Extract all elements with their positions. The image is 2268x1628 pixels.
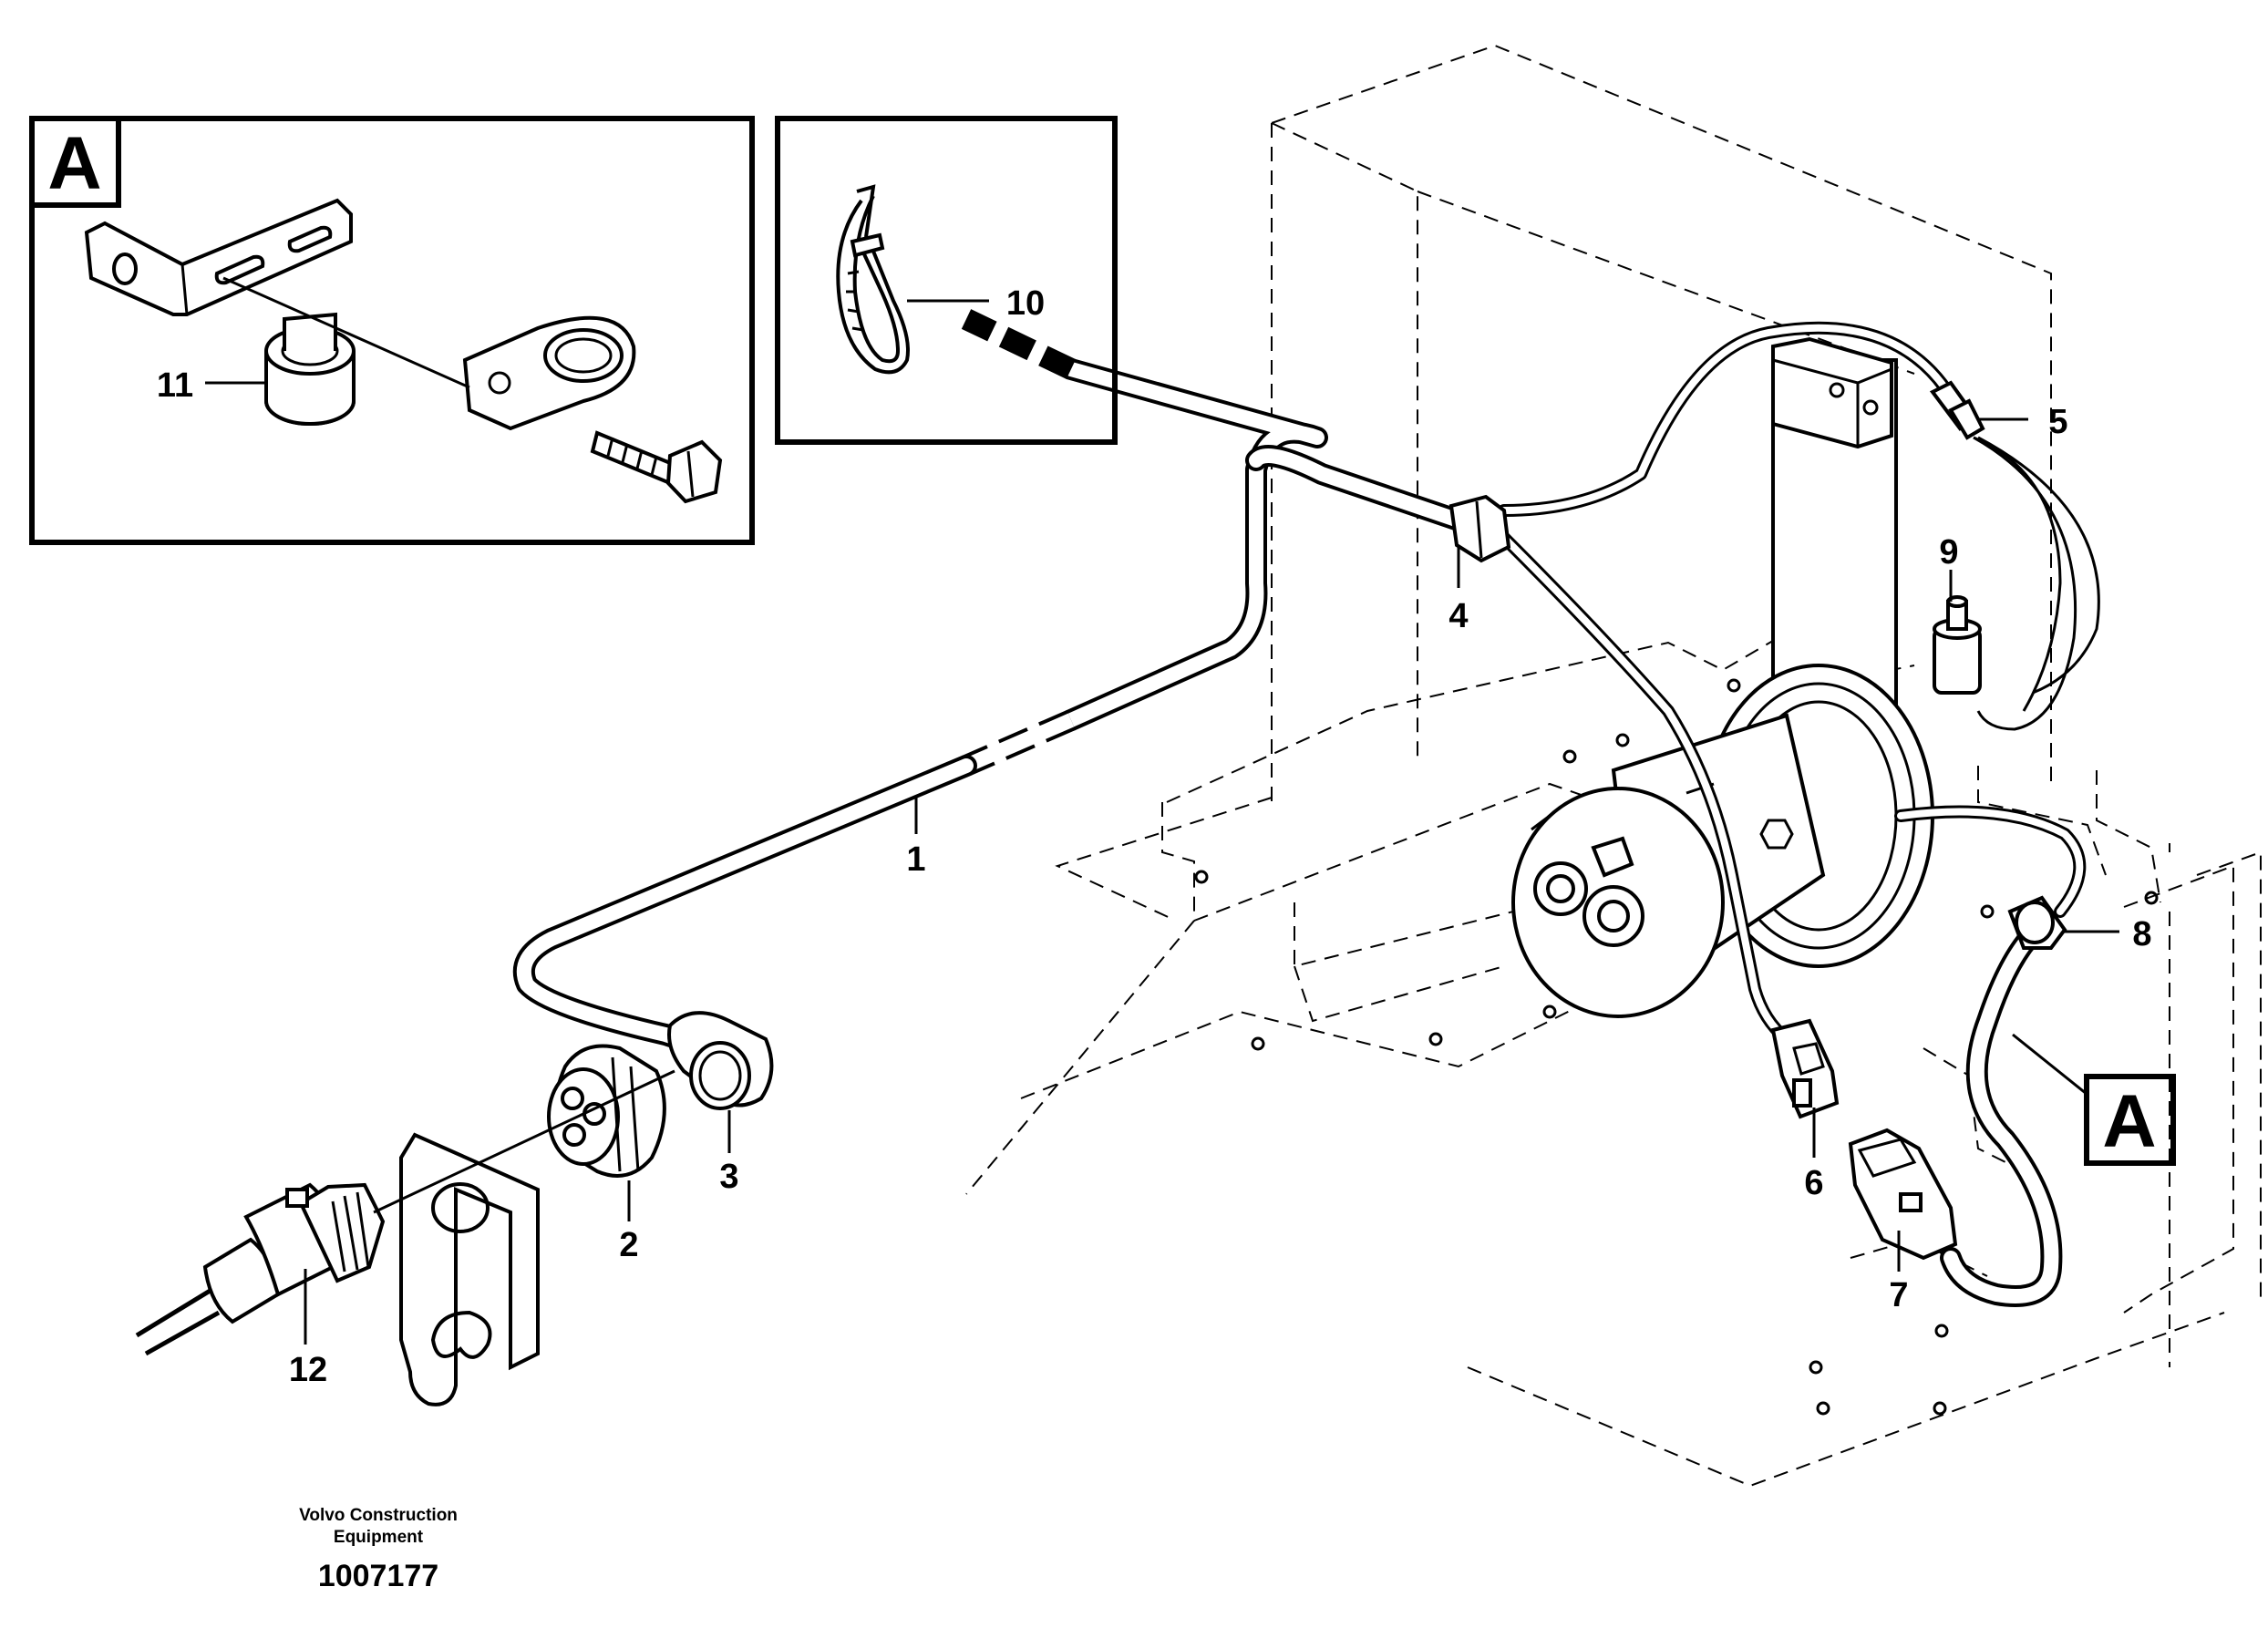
callout-4: 4 (1448, 597, 1468, 635)
detail-pointer-box-letter: A (2102, 1080, 2156, 1163)
callout-1: 1 (906, 840, 925, 879)
company-name-line2: Equipment (334, 1528, 424, 1547)
machine-frame-outline (965, 44, 2262, 1488)
connector-sleeve (1929, 380, 1985, 440)
ac-compressor (1511, 664, 1934, 1018)
p-clamp (462, 315, 636, 431)
detail-pointer-box: A (2012, 1033, 2176, 1166)
mounting-bracket (399, 1132, 540, 1406)
callout-7: 7 (1889, 1276, 1908, 1314)
connector-housing (547, 1044, 666, 1178)
leader-lines (205, 299, 2119, 1345)
harness-branches (1245, 321, 2100, 1307)
wiring-harness-main (512, 309, 1328, 1059)
callout-5: 5 (2048, 403, 2067, 441)
footer: Volvo Construction Equipment 1007177 (299, 1506, 458, 1593)
connector-female (1848, 1128, 1958, 1261)
callout-3: 3 (719, 1158, 738, 1196)
plug-connector (135, 1069, 675, 1356)
grommet-seal (667, 1011, 774, 1110)
callout-11: 11 (157, 366, 193, 405)
bracket-plate (84, 198, 353, 316)
callout-8: 8 (2132, 915, 2151, 953)
receiver-drier (1771, 336, 1898, 749)
callout-2: 2 (619, 1226, 638, 1264)
drawing-number: 1007177 (318, 1559, 438, 1593)
callout-labels: 1 2 3 4 5 6 7 8 9 10 11 12 (157, 284, 2152, 1389)
company-name-line1: Volvo Construction (299, 1506, 458, 1525)
connector-male (1770, 1018, 1840, 1119)
detail-box-a: A (29, 116, 755, 545)
cable-tie (836, 184, 910, 375)
callout-9: 9 (1939, 533, 1958, 572)
pressure-switch (1933, 595, 1982, 695)
detail-box-cable-tie (775, 116, 1118, 445)
callout-6: 6 (1804, 1164, 1823, 1202)
detail-box-a-letter: A (47, 122, 101, 205)
callout-12: 12 (289, 1351, 327, 1389)
rubber-cushion (264, 312, 356, 426)
callout-10: 10 (1006, 284, 1045, 323)
y-splice (1448, 494, 1511, 563)
hose-sleeve (2007, 895, 2067, 950)
screw-bolt (590, 430, 723, 504)
